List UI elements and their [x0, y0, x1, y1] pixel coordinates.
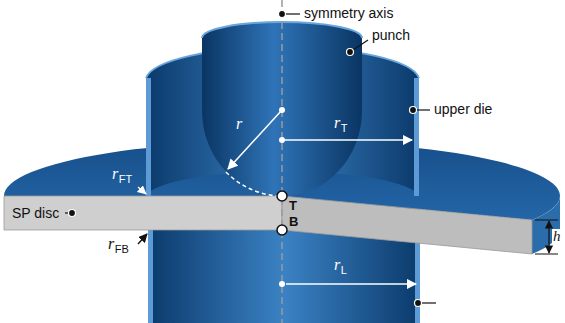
axis-label: symmetry axis — [304, 6, 393, 20]
point-marker — [277, 225, 287, 235]
fillet-ft-arrow — [138, 187, 146, 194]
center-dot — [279, 107, 285, 113]
thickness-dimension — [548, 221, 549, 253]
radius-symbol: r — [334, 257, 340, 273]
leader-dot — [69, 210, 76, 217]
symmetry-axis-line — [281, 0, 283, 323]
center-dot — [279, 137, 285, 143]
upper-die-edge — [146, 78, 151, 196]
leader-lines — [65, 11, 436, 307]
leader-dot — [415, 300, 422, 307]
part-label: upper die — [434, 102, 492, 116]
radius-subscript: FT — [119, 174, 132, 185]
disc-section-left — [4, 196, 282, 230]
extension-line — [535, 254, 558, 255]
radius-symbol: r — [108, 236, 114, 252]
radius-symbol: r — [334, 115, 340, 131]
part-label: SP disc — [12, 206, 59, 220]
point-label: T — [289, 199, 297, 212]
extension-line — [535, 220, 558, 221]
radius-r-arrow — [228, 110, 282, 169]
radius-rl-arrow — [286, 283, 416, 285]
leader-dot — [410, 107, 417, 114]
disc-rim — [532, 196, 560, 254]
radius-subscript: L — [341, 265, 347, 276]
radius-symbol: r — [112, 166, 118, 182]
fillet-fb-arrow — [138, 234, 147, 244]
upper-die-edge — [414, 78, 419, 196]
radius-r-arc — [226, 172, 282, 196]
disc-section-right — [282, 196, 532, 254]
radius-rt-arrow — [282, 139, 412, 141]
radius-subscript: T — [341, 123, 348, 134]
center-dot — [279, 281, 285, 287]
point-label: B — [289, 215, 298, 228]
dimension-label: h — [552, 229, 562, 244]
leader-dot — [279, 11, 286, 18]
radius-subscript: FB — [115, 244, 129, 255]
radius-symbol: r — [236, 116, 242, 132]
leader-dot — [347, 49, 354, 56]
point-marker — [277, 191, 287, 201]
dimensions — [138, 107, 558, 287]
part-label: punch — [372, 28, 410, 42]
